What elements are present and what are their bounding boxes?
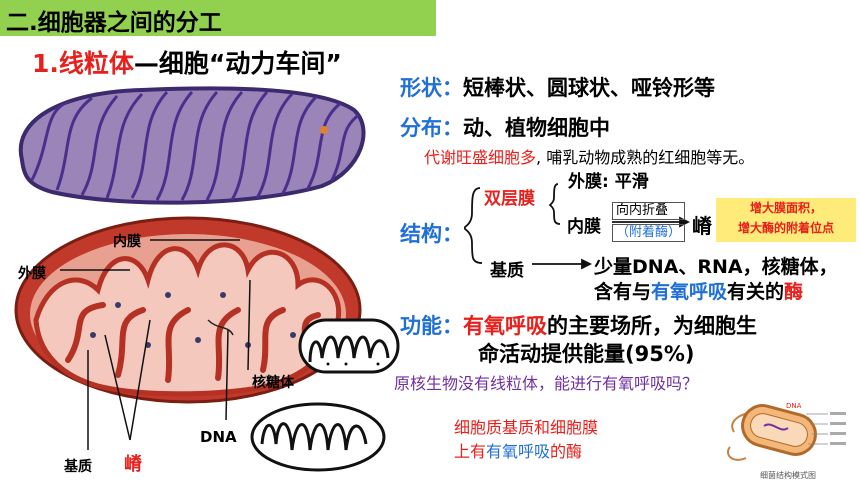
answer-line1: 细胞质基质和细胞膜 bbox=[454, 418, 599, 437]
label-outer-membrane: 外膜 bbox=[18, 266, 46, 282]
matrix-content-part-a: 含有与 bbox=[594, 281, 652, 303]
bacteria-dna-label: DNA bbox=[786, 402, 802, 410]
section-title: 1.线粒体—细胞“动力车间” bbox=[32, 44, 342, 80]
page-title: 二.细胞器之间的分工 bbox=[6, 10, 222, 36]
question-text: 原核生物没有线粒体，能进行有氧呼吸吗？ bbox=[394, 374, 699, 393]
distribution-row: 分布：动、植物细胞中 bbox=[400, 112, 610, 142]
shape-row: 形状：短棒状、圆球状、哑铃形等 bbox=[400, 72, 715, 102]
highlight-line2: 增大酶的附着位点 bbox=[737, 221, 834, 235]
label-inner-membrane: 内膜 bbox=[113, 234, 141, 250]
matrix-content-part-b: 有氧呼吸 bbox=[651, 281, 728, 303]
inner-membrane-text: 内膜 bbox=[567, 217, 601, 237]
matrix-content-part-d: 酶 bbox=[784, 281, 804, 303]
answer-part-b: 有氧呼吸 bbox=[486, 442, 551, 461]
distribution-text: 动、植物细胞中 bbox=[463, 116, 610, 140]
distribution-note: 代谢旺盛细胞多, 哺乳动物成熟的红细胞等无。 bbox=[424, 144, 754, 168]
function-red: 有氧呼吸 bbox=[463, 314, 547, 338]
structure-braces bbox=[464, 183, 691, 270]
double-membrane: 双层膜 bbox=[484, 189, 535, 209]
answer-line2: 上有有氧呼吸的酶 bbox=[454, 438, 582, 462]
fold-text: 向内折叠 bbox=[612, 202, 686, 220]
function-row: 功能：有氧呼吸的主要场所，为细胞生 bbox=[400, 310, 757, 340]
label-dna: DNA bbox=[200, 428, 237, 446]
structure-label: 结构： bbox=[400, 222, 463, 246]
function-rest: 的主要场所，为细胞生 bbox=[547, 314, 757, 338]
bacteria-illustration: DNA 细菌结构模式图 bbox=[724, 392, 852, 482]
highlight-box: 增大膜面积， 增大酶的附着位点 bbox=[716, 198, 856, 242]
matrix-content-line1: 少量DNA、RNA，核糖体， bbox=[594, 256, 838, 278]
matrix-content-line2: 含有与有氧呼吸有关的酶 bbox=[594, 277, 803, 304]
mitochondrion-sketch-large bbox=[250, 402, 386, 472]
label-matrix: 基质 bbox=[64, 459, 92, 475]
cristae-text: 嵴 bbox=[692, 214, 712, 238]
diagram-leader-lines bbox=[60, 239, 251, 450]
mitochondrion-sketch-small bbox=[298, 318, 400, 374]
distribution-note-rest: , 哺乳动物成熟的红细胞等无。 bbox=[536, 148, 755, 167]
matrix-text: 基质 bbox=[490, 261, 524, 281]
fold-box: 向内折叠 （附着酶） bbox=[612, 202, 686, 242]
answer-part-c: 的酶 bbox=[550, 442, 583, 461]
answer-part-a: 上有 bbox=[454, 442, 487, 461]
bacteria-drawing bbox=[727, 404, 846, 461]
enzyme-text: （附着酶） bbox=[612, 224, 686, 242]
bacteria-caption: 细菌结构模式图 bbox=[760, 471, 816, 480]
header-bar bbox=[0, 0, 436, 36]
particle-icon bbox=[320, 126, 328, 134]
function-line2: 命活动提供能量(95%) bbox=[478, 342, 695, 366]
outer-membrane-text: 外膜: 平滑 bbox=[568, 172, 649, 192]
label-ribosome: 核糖体 bbox=[252, 375, 294, 391]
label-cristae: 嵴 bbox=[124, 454, 142, 475]
mitochondrion-micrograph bbox=[18, 86, 366, 205]
matrix-content-part-c: 有关的 bbox=[727, 281, 785, 303]
highlight-line1: 增大膜面积， bbox=[749, 201, 822, 215]
section-title-red: 1.线粒体 bbox=[32, 49, 134, 78]
function-label: 功能： bbox=[400, 314, 463, 338]
section-title-rest: —细胞“动力车间” bbox=[133, 49, 342, 78]
distribution-note-red: 代谢旺盛细胞多 bbox=[424, 148, 537, 167]
shape-label: 形状： bbox=[400, 76, 463, 100]
distribution-label: 分布： bbox=[400, 116, 463, 140]
shape-text: 短棒状、圆球状、哑铃形等 bbox=[463, 76, 715, 100]
